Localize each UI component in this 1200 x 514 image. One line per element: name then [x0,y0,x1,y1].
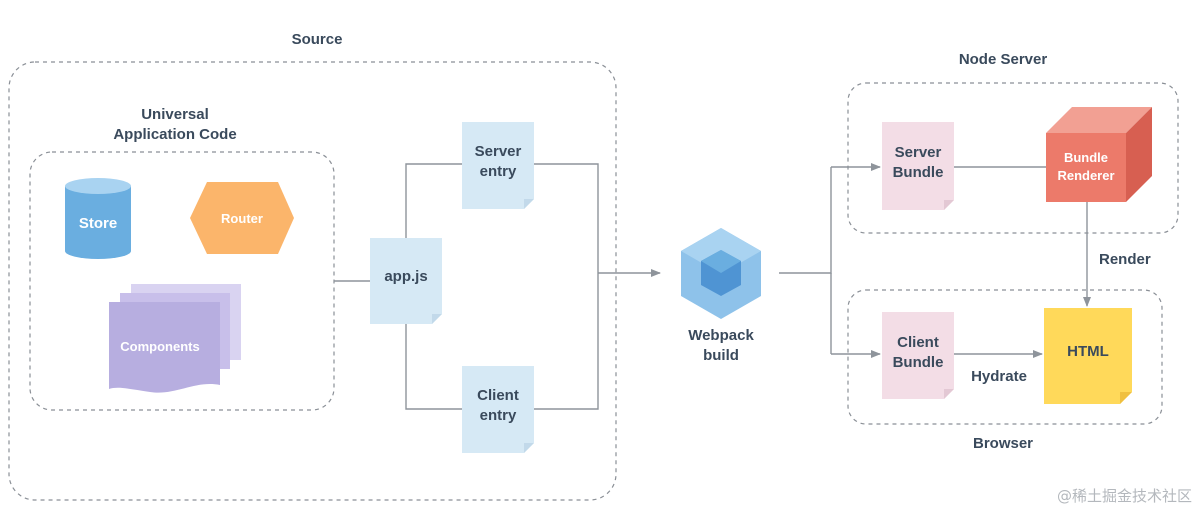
connector-entries-merge [534,163,599,410]
webpack-icon [681,228,761,319]
client-bundle-line1: Client [897,334,939,351]
connector-webpack-up [779,167,832,274]
render-label: Render [1099,251,1151,268]
client-entry-node: Client entry [462,366,534,453]
router-label: Router [221,211,263,226]
appjs-label: app.js [384,268,427,285]
webpack-label-line2: build [703,347,739,364]
client-bundle-line2: Bundle [893,354,944,371]
node-server-container [847,82,1179,234]
node-server-title: Node Server [959,51,1048,68]
store-icon: Store [65,178,131,259]
server-entry-line1: Server [475,143,522,160]
browser-container [847,289,1163,425]
bundle-renderer-line2: Renderer [1057,168,1114,183]
connector-appjs-server-entry [405,163,462,238]
server-entry-node: Server entry [462,122,534,209]
html-node: HTML [1044,308,1132,404]
source-container [8,61,617,501]
universal-title-line1: Universal [141,106,209,123]
webpack-label-line1: Webpack [688,327,754,344]
components-icon: Components [109,284,241,393]
bundle-renderer-node: Bundle Renderer [1046,107,1152,202]
bundle-renderer-line1: Bundle [1064,150,1108,165]
store-label: Store [79,215,117,232]
connector-appjs-client-entry [405,324,462,410]
server-entry-line2: entry [480,163,517,180]
hydrate-label: Hydrate [971,368,1027,385]
router-icon: Router [190,182,294,254]
watermark: @稀土掘金技术社区 [1056,487,1192,505]
html-label: HTML [1067,343,1109,360]
browser-title: Browser [973,435,1033,452]
client-bundle-node: Client Bundle [882,312,954,399]
server-bundle-line2: Bundle [893,164,944,181]
server-bundle-node: Server Bundle [882,122,954,210]
universal-title-line2: Application Code [113,126,236,143]
source-title: Source [292,31,343,48]
server-bundle-line1: Server [895,144,942,161]
components-label: Components [120,339,199,354]
client-entry-line1: Client [477,387,519,404]
client-entry-line2: entry [480,407,517,424]
appjs-node: app.js [370,238,442,324]
